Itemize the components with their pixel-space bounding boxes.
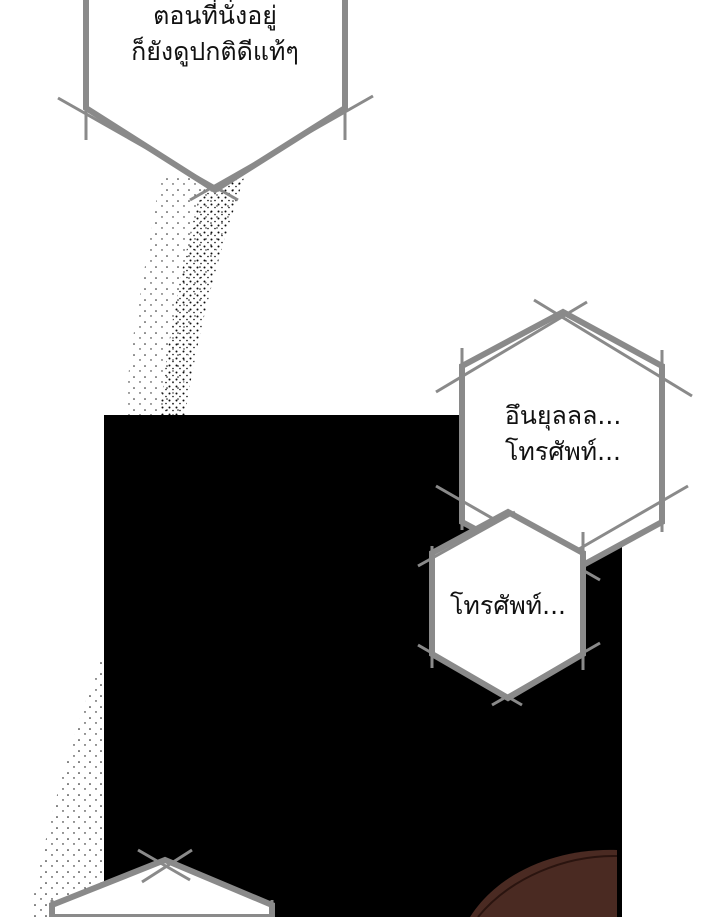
top-bubble-line-2: ก็ยังดูปกติดีแท้ๆ xyxy=(131,37,299,66)
hair-shape-edge xyxy=(477,854,618,917)
right-large-bubble-text: อึนยุลลล... โทรศัพท์... xyxy=(478,398,648,470)
right-small-bubble-line-1: โทรศัพท์... xyxy=(449,591,566,620)
right-large-bubble-line-2: โทรศัพท์... xyxy=(504,437,621,466)
top-bubble-line-1: ตอนที่นั่งอยู่ xyxy=(153,1,277,30)
hair-shape xyxy=(470,849,617,917)
right-small-bubble-crossbars xyxy=(417,510,601,707)
right-large-bubble-line-1: อึนยุลลล... xyxy=(504,401,622,430)
speckle-streak-upper-dense xyxy=(160,175,245,415)
right-small-bubble-text: โทรศัพท์... xyxy=(440,588,576,624)
speckle-streak-lower xyxy=(30,650,104,917)
top-bubble-text: ตอนที่นั่งอยู่ ก็ยังดูปกติดีแท้ๆ xyxy=(110,0,320,70)
bottom-bubble-crossbars xyxy=(50,848,274,917)
top-bubble-crossbars xyxy=(57,0,374,202)
